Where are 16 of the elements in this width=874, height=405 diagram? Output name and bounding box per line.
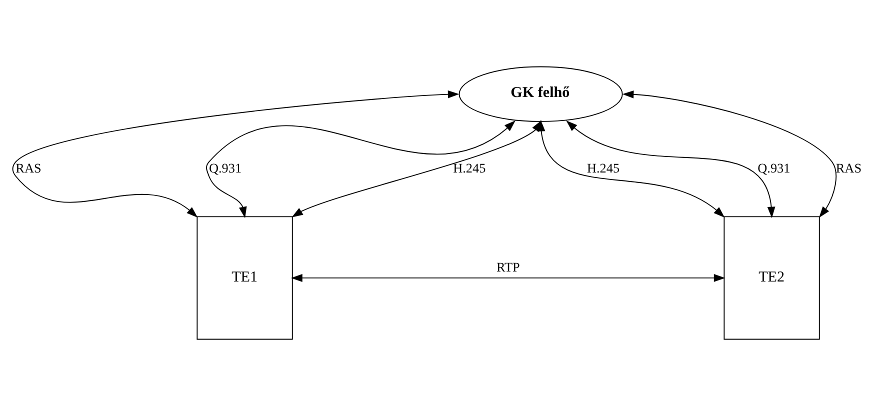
arrow xyxy=(206,120,516,218)
node-box: TE2 xyxy=(724,216,820,340)
edge-label: Q.931 xyxy=(758,160,790,176)
arrow xyxy=(566,120,776,218)
arrow xyxy=(291,273,726,282)
edge-label: Q.931 xyxy=(208,160,242,176)
edge-label: RAS xyxy=(836,160,862,176)
arrow xyxy=(537,120,725,218)
edge-label: H.245 xyxy=(453,160,486,176)
node-ellipse: GK felhő xyxy=(458,66,623,122)
arrow xyxy=(12,90,460,218)
edge-label: H.245 xyxy=(587,160,620,176)
edge-label: RAS xyxy=(16,160,42,176)
arrow xyxy=(622,90,837,218)
node-box: TE1 xyxy=(196,216,293,340)
edge-label: RTP xyxy=(496,259,520,274)
